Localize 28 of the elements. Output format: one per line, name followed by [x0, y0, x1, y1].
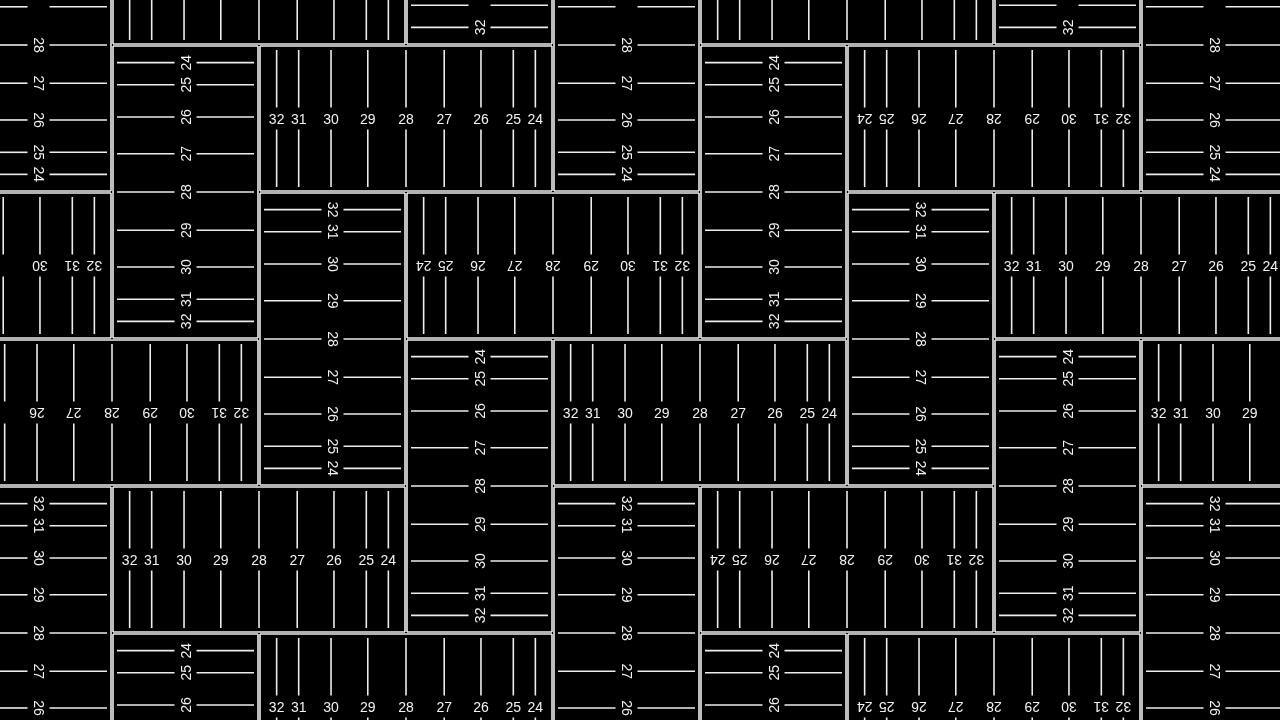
scale-numbers: 32 31 30 29 28 27 26 25 24	[176, 53, 195, 331]
scale-numbers: 32 31 30 29 28 27 26 25 24	[855, 109, 1133, 128]
scale-numbers: 28 27 26 25 24	[1205, 36, 1224, 184]
scale-numbers: 32	[1058, 18, 1077, 37]
scale-numbers: 32 31 30 29 28 27 26 25 24	[708, 550, 986, 569]
scale-numbers: 32 31 30 29 28 27 26	[617, 494, 636, 717]
scale-numbers: 32 31 30 29 28 27 26 25 24	[764, 53, 783, 331]
scale-numbers: 32 31 30 29 28 27 26 25 24	[855, 697, 1133, 716]
scale-numbers: 32 31 30 29 28 27 26 25 24	[267, 697, 545, 716]
scale-numbers: 32 31 30 29 28 27 26 25 24	[323, 200, 342, 478]
scale-numbers: 32 31 30	[31, 256, 104, 275]
scale-numbers: 28 27 26 25 24	[29, 36, 48, 184]
scale-numbers: 32 31 30 29 28 27 26	[29, 494, 48, 717]
scale-numbers: 32 31 30 29 28 27 26 25 24	[1002, 256, 1280, 275]
scale-numbers: 32 31 30 29 28 27 26	[1205, 494, 1224, 717]
scale-numbers: 26 25 24	[176, 641, 195, 715]
scale-numbers: 32 31 30 29 28 27 26 25 24	[267, 109, 545, 128]
scale-numbers: 32 31 30 29	[1149, 403, 1259, 422]
scale-numbers: 32	[470, 18, 489, 37]
scale-numbers: 26 25 24	[764, 641, 783, 715]
scale-numbers: 32 31 30 29 28 27 26 25 24	[911, 200, 930, 478]
scale-numbers: 32 31 30 29 28 27 26 25 24	[414, 256, 692, 275]
scale-numbers: 32 31 30 29 28 27 26 25 24	[561, 403, 839, 422]
scale-numbers: 32 31 30 29 28 27 26 25 24	[470, 347, 489, 625]
scale-numbers: 32 31 30 29 28 27 26	[28, 403, 251, 422]
scale-numbers: 28 27 26 25 24	[617, 36, 636, 184]
scale-numbers: 32 31 30 29 28 27 26 25 24	[1058, 347, 1077, 625]
scale-numbers: 32 31 30 29 28 27 26 25 24	[120, 550, 398, 569]
